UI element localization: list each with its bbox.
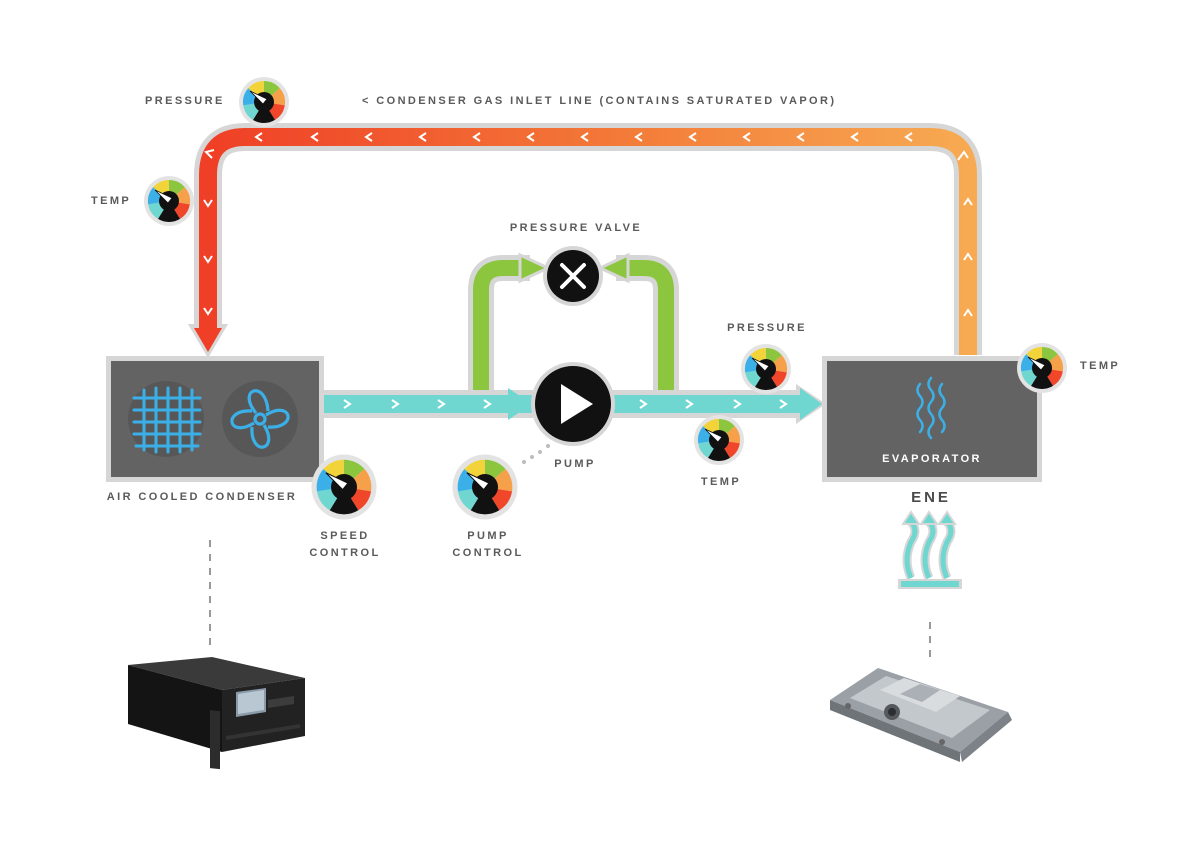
temp-evaporator-label: TEMP [1080, 360, 1121, 372]
air-cooled-condenser[interactable] [106, 356, 324, 482]
flow-chevrons-liquid [343, 399, 788, 409]
pressure-gauge-top [238, 76, 290, 128]
speed-control-label-line1: SPEED [320, 530, 370, 542]
metal-device-image [830, 668, 1012, 762]
bypass-line [468, 252, 679, 392]
fan-icon [222, 381, 298, 457]
pump-control-label-line1: PUMP [467, 530, 509, 542]
speed-control-label: SPEED CONTROL [285, 528, 405, 562]
pump-control-gauge[interactable] [451, 453, 519, 521]
pump-label: PUMP [554, 458, 596, 470]
heat-arrows-icon [898, 510, 962, 589]
ene-label: ENE [911, 489, 951, 506]
gas-inlet-line [188, 123, 982, 358]
flow-chevrons-top [203, 132, 973, 317]
coil-icon [128, 381, 204, 457]
evaporator-label: EVAPORATOR [882, 453, 982, 465]
condenser-label: AIR COOLED CONDENSER [106, 491, 298, 503]
inlet-line-label: < CONDENSER GAS INLET LINE (CONTAINS SAT… [362, 95, 837, 107]
temp-left-label: TEMP [91, 195, 132, 207]
pump-control-link [522, 444, 550, 464]
temp-gauge-mid [693, 414, 745, 466]
temp-gauge-evaporator [1016, 342, 1068, 394]
pump[interactable] [531, 362, 615, 446]
speed-control-label-line2: CONTROL [309, 547, 381, 559]
pressure-valve[interactable] [543, 246, 603, 306]
pump-control-label: PUMP CONTROL [428, 528, 548, 562]
pressure-gauge-right [740, 343, 792, 395]
play-icon [561, 384, 593, 424]
x-icon [560, 263, 586, 289]
speed-control-gauge[interactable] [310, 453, 378, 521]
pump-control-label-line2: CONTROL [452, 547, 524, 559]
heat-wave-icon [916, 376, 946, 440]
pressure-valve-label: PRESSURE VALVE [509, 222, 643, 234]
temp-gauge-left [143, 175, 195, 227]
server-rack-image [128, 657, 305, 770]
pressure-top-label: PRESSURE [145, 95, 225, 107]
temp-mid-label: TEMP [700, 476, 742, 488]
pressure-right-label: PRESSURE [727, 322, 807, 334]
dashed-connectors [209, 540, 931, 662]
evaporator[interactable] [822, 356, 1042, 482]
